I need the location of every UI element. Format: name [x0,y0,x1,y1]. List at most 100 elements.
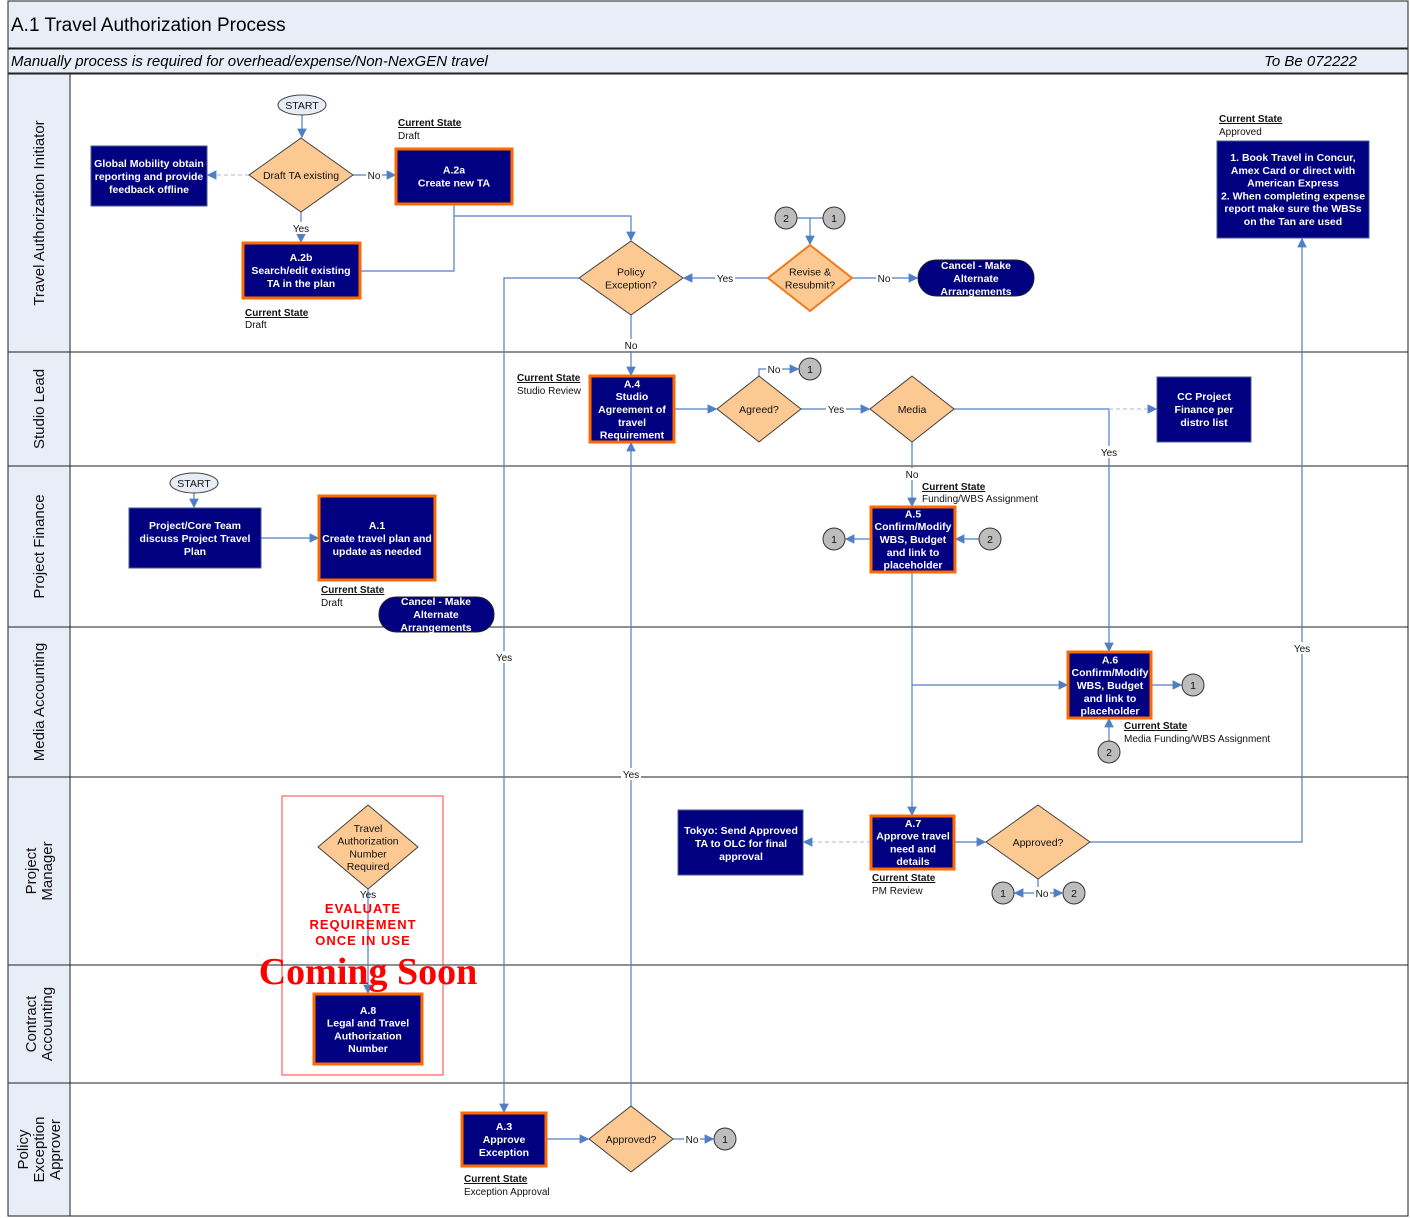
svg-text:2: 2 [1071,888,1077,900]
process-book-travel[interactable]: 1. Book Travel in Concur,Amex Card or di… [1216,140,1370,239]
svg-text:Current State: Current State [398,118,462,129]
edge-label-yes: Yes [717,274,733,285]
svg-text:Studio Review: Studio Review [517,386,582,397]
edge-label-yes: Yes [293,224,309,235]
decision-media[interactable]: Media [869,375,955,443]
connector-1[interactable]: 1 [713,1127,737,1151]
edge [499,277,579,1114]
connector-1[interactable]: 1 [822,527,846,551]
decision-agreed[interactable]: Agreed? [716,375,802,443]
edge [1090,237,1307,843]
connector-1[interactable]: 1 [798,357,822,381]
svg-text:1: 1 [722,1134,728,1146]
lane-label: Travel Authorization Initiator [31,120,48,305]
decision-approved-exception[interactable]: Approved? [588,1105,674,1173]
lane-header [7,626,71,778]
lane-label: Contract [23,995,40,1053]
connector-1[interactable]: 1 [822,206,846,230]
connector-2[interactable]: 2 [774,206,798,230]
nodes: START START Draft TA existing Global Mob… [90,94,1370,1173]
edge-label-no: No [686,1135,699,1146]
lane-label: Exception [31,1117,48,1183]
lane: Travel Authorization Initiator [7,73,1409,353]
connector-1[interactable]: 1 [1181,673,1205,697]
svg-text:Media Funding/WBS Assignment: Media Funding/WBS Assignment [1124,734,1270,745]
connector-1[interactable]: 1 [991,881,1015,905]
lane-header [7,351,71,467]
start-label: START [177,478,211,490]
title-bar [7,0,1409,49]
version-label: To Be 072222 [1264,53,1358,70]
edge-label-yes: Yes [496,653,512,664]
decision-label: Draft TA existing [263,170,339,182]
decision-draft-ta-existing[interactable]: Draft TA existing [248,137,354,213]
start-label: START [285,100,319,112]
svg-text:2: 2 [1106,747,1112,759]
decision-approved-pm[interactable]: Approved? [985,804,1091,880]
page-title: A.1 Travel Authorization Process [11,15,286,36]
lane-header [7,465,71,628]
edge-labels: No Yes Yes No No Yes Yes No Yes No Yes N… [291,169,1312,1146]
decision-label: Approved? [606,1134,657,1146]
decision-label: Revise &Resubmit? [785,267,835,292]
connector-2[interactable]: 2 [1097,740,1121,764]
decision-label: Media [898,404,927,416]
edge-label-yes: Yes [828,405,844,416]
svg-text:1: 1 [1000,888,1006,900]
connector-2[interactable]: 2 [978,527,1002,551]
subtitle: Manually process is required for overhea… [11,53,489,70]
lane-label: Studio Lead [31,369,48,449]
lane-label: Project Finance [31,494,48,598]
lane-header [7,964,71,1084]
lane-label: Accounting [39,987,56,1061]
start-terminator[interactable] [277,94,327,116]
start-terminator[interactable] [169,472,219,494]
connector-2[interactable]: 2 [1062,881,1086,905]
svg-text:PM Review: PM Review [872,886,923,897]
svg-text:Current State: Current State [1219,114,1283,125]
svg-text:1: 1 [831,213,837,225]
lane-label: Project [23,847,40,895]
lane-label: Approver [47,1119,64,1180]
svg-text:Current State: Current State [464,1174,528,1185]
coming-soon-overlay: Coming Soon [259,951,478,993]
svg-text:Current State: Current State [872,873,936,884]
decision-revise-resubmit[interactable]: Revise &Resubmit? [766,243,854,313]
edge-label-no: No [768,365,781,376]
lane: Media Accounting [7,626,1409,778]
edge-label-no: No [368,171,381,182]
